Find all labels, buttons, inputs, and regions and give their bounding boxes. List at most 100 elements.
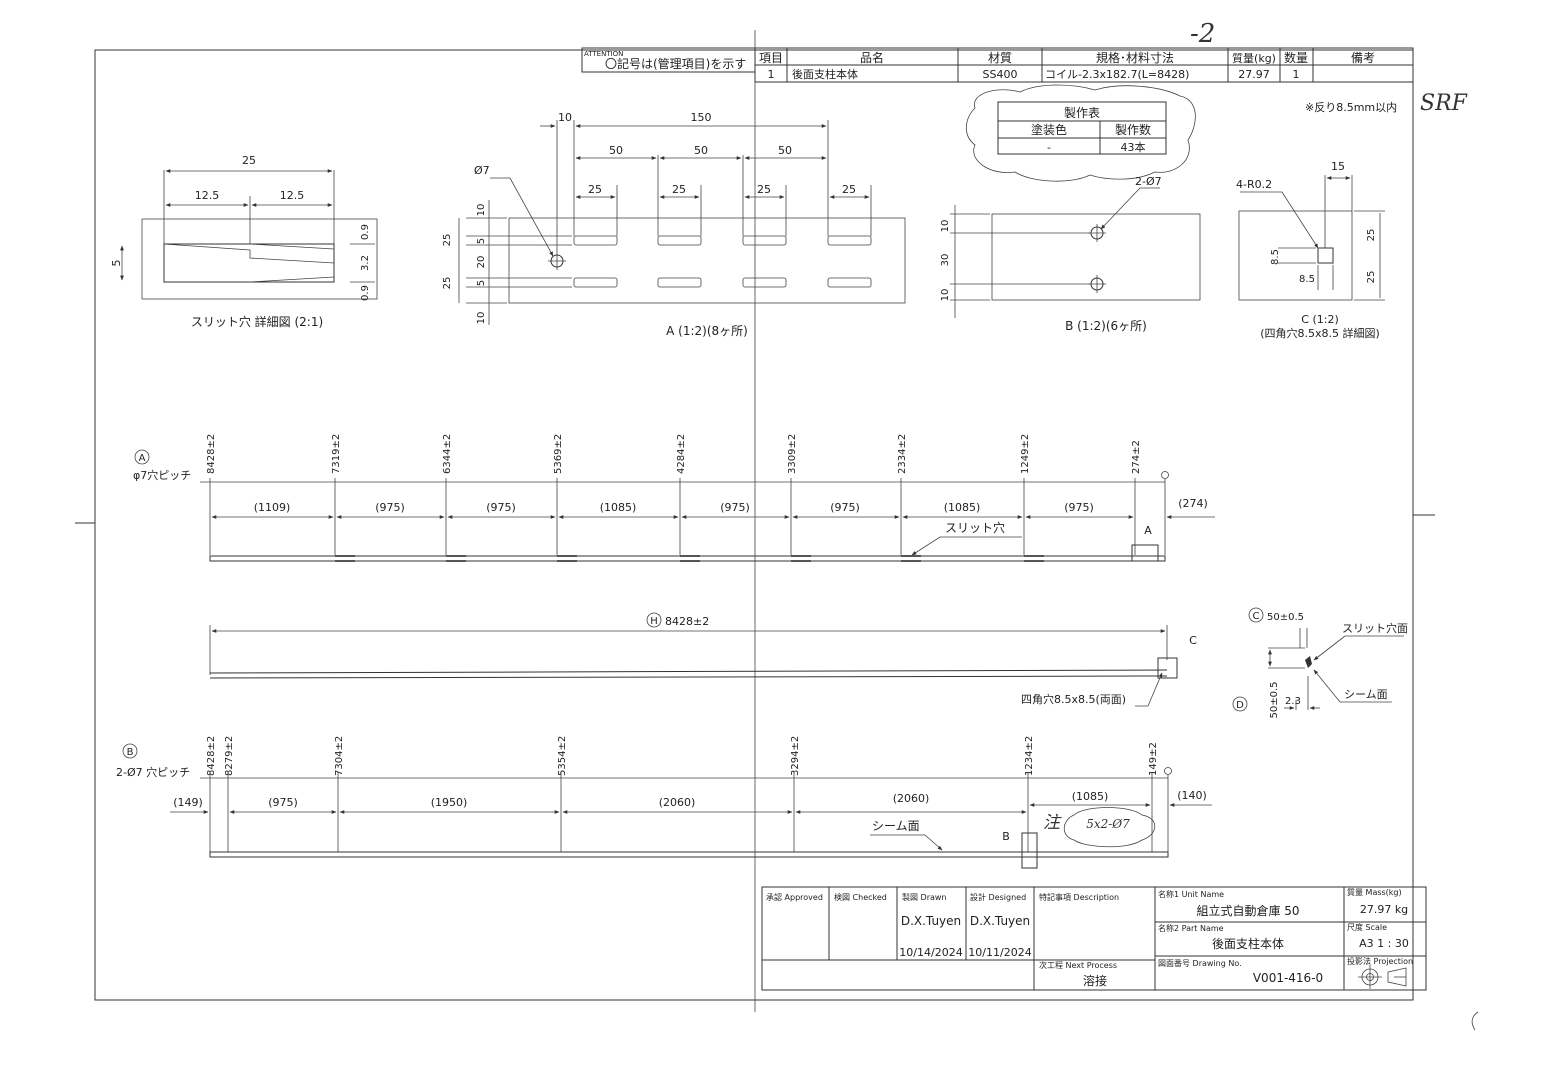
row-b-ref: B [1002, 830, 1010, 843]
tb-drawn: 製図 Drawn [902, 892, 947, 902]
tb-designed-by: D.X.Tuyen [970, 914, 1030, 928]
tb-scale-label: 尺度 Scale [1347, 922, 1387, 932]
row-a-pos-3: 6344±2 [442, 434, 453, 474]
col-name: 品名 [860, 50, 884, 65]
view-c-dim-8.5-h: 8.5 [1299, 274, 1315, 285]
view-a-left-20: 20 [476, 256, 487, 269]
row-b-pos-4: 5354±2 [557, 736, 568, 776]
row-a-end: (274) [1178, 497, 1208, 510]
view-c-dim-15: 15 [1331, 160, 1345, 173]
tb-description: 特記事項 Description [1039, 892, 1119, 902]
row-a-slit-label: スリット穴 [945, 520, 1005, 535]
view-c-dim-25-top: 25 [1366, 229, 1377, 242]
row-a-pos-2: 7319±2 [331, 434, 342, 474]
view-a-pitch-3: 50 [778, 144, 792, 157]
row-a-span-5: (975) [720, 501, 750, 514]
row-a-pos-4: 5369±2 [553, 434, 564, 474]
row-a-pos-6: 3309±2 [787, 434, 798, 474]
production-table: 製作表 塗装色 製作数 - 43本 [965, 84, 1196, 182]
slit-dim-half-left: 12.5 [195, 189, 220, 202]
section-d-marker: D [1236, 700, 1244, 711]
handwritten-note-mark: 注 [1043, 813, 1062, 833]
view-c-dim-8.5-v: 8.5 [1270, 249, 1281, 265]
row-name: 後面支柱本体 [792, 67, 858, 81]
production-header-count: 製作数 [1115, 122, 1151, 137]
slit-dim-top: 0.9 [360, 224, 371, 240]
row-a-elevation: A φ7穴ピッチ 8428±2 7319±2 6344±2 5369±2 428… [133, 434, 1215, 562]
row-a-pos-1: 8428±2 [206, 434, 217, 474]
row-b-span-7: (140) [1177, 789, 1207, 802]
section-c-value: 50±0.5 [1267, 612, 1304, 623]
row-b-marker: B [127, 747, 134, 758]
production-color-value: - [1047, 141, 1051, 154]
row-b-span-6: (1085) [1072, 790, 1109, 803]
tb-drawn-by: D.X.Tuyen [901, 914, 961, 928]
row-b-pos-6: 1234±2 [1024, 736, 1035, 776]
row-a-span-4: (1085) [600, 501, 637, 514]
view-b-dim-10-top: 10 [940, 220, 951, 233]
view-b-dim-30: 30 [940, 254, 951, 267]
row-b-pos-7: 149±2 [1148, 742, 1159, 776]
row-h-length: 8428±2 [665, 615, 709, 628]
view-a-detail: 10 150 50 50 50 25 25 25 25 Ø7 10 25 5 2… [442, 111, 906, 338]
sheet-border [94, 49, 1414, 1001]
row-b-pos-3: 7304±2 [334, 736, 345, 776]
row-b-seam-label: シーム面 [872, 819, 920, 833]
view-a-slit-2: 25 [672, 183, 686, 196]
row-a-span-3: (975) [486, 501, 516, 514]
row-a-span-7: (1085) [944, 501, 981, 514]
tb-unit-name-label: 名称1 Unit Name [1158, 889, 1224, 899]
view-a-slit-4: 25 [842, 183, 856, 196]
tb-approved: 承認 Approved [766, 892, 823, 902]
slit-detail-view: 25 12.5 12.5 5 0.9 3.2 0.9 スリット穴 詳細図 (2:… [110, 154, 378, 329]
row-a-slit-marks [335, 555, 1044, 562]
view-b-detail: 10 30 10 2-Ø7 B (1:2)(6ヶ所) [940, 175, 1201, 333]
section-d-value: 50±0.5 [1269, 681, 1280, 718]
row-a-pos-5: 4284±2 [676, 434, 687, 474]
slit-dim-mid: 3.2 [360, 255, 371, 271]
view-a-dim-10: 10 [558, 111, 572, 124]
col-qty: 数量 [1284, 50, 1308, 65]
view-a-left-25-bottom: 25 [442, 277, 453, 290]
view-a-pitch-1: 50 [609, 144, 623, 157]
section-seam-face: シーム面 [1344, 688, 1388, 701]
tb-next-process-label: 次工程 Next Process [1039, 960, 1117, 970]
col-mass: 質量(kg) [1232, 51, 1276, 65]
view-a-pitch-2: 50 [694, 144, 708, 157]
attention-tag: ATTENTION [584, 50, 623, 58]
row-a-span-2: (975) [375, 501, 405, 514]
row-b-pos-2: 8279±2 [224, 736, 235, 776]
row-a-marker: A [139, 453, 146, 464]
view-b-holes-label: 2-Ø7 [1135, 175, 1162, 188]
row-b-span-3: (1950) [431, 796, 468, 809]
row-b-column-profile [209, 851, 1169, 858]
tb-drawing-no-label: 図面番号 Drawing No. [1158, 958, 1242, 968]
tb-drawn-date: 10/14/2024 [899, 946, 962, 959]
attention-text: 〇記号は(管理項目)を示す [605, 56, 746, 71]
row-qty: 1 [1293, 68, 1300, 81]
tb-mass-label: 質量 Mass(kg) [1347, 887, 1402, 897]
row-item: 1 [768, 68, 775, 81]
view-b-caption: B (1:2)(6ヶ所) [1065, 319, 1147, 333]
col-remarks: 備考 [1351, 50, 1375, 65]
view-a-left-5-bottom: 5 [476, 280, 487, 286]
row-a-span-8: (975) [1064, 501, 1094, 514]
warp-note: ※反り8.5mm以内 [1305, 100, 1397, 114]
row-a-pos-9: 274±2 [1131, 440, 1142, 474]
row-b-span-5: (2060) [893, 792, 930, 805]
section-c-marker: C [1253, 611, 1260, 622]
section-dim-2.3: 2.3 [1285, 696, 1301, 707]
row-a-span-6: (975) [830, 501, 860, 514]
tb-designed-date: 10/11/2024 [968, 946, 1031, 959]
row-a-pos-8: 1249±2 [1020, 434, 1031, 474]
view-a-slit-1: 25 [588, 183, 602, 196]
row-h-marker: H [650, 616, 658, 627]
production-header-color: 塗装色 [1031, 122, 1067, 137]
view-a-slit-3: 25 [757, 183, 771, 196]
view-b-dim-10-bottom: 10 [940, 289, 951, 302]
view-c-caption: C (1:2) [1301, 313, 1338, 326]
section-detail: C 50±0.5 2.3 スリット穴面 シーム面 D 50±0.5 [1232, 607, 1408, 719]
row-h-elevation: H 8428±2 C 四角穴8.5x8.5(両面) [209, 612, 1197, 707]
view-c-radius: 4-R0.2 [1236, 178, 1272, 191]
